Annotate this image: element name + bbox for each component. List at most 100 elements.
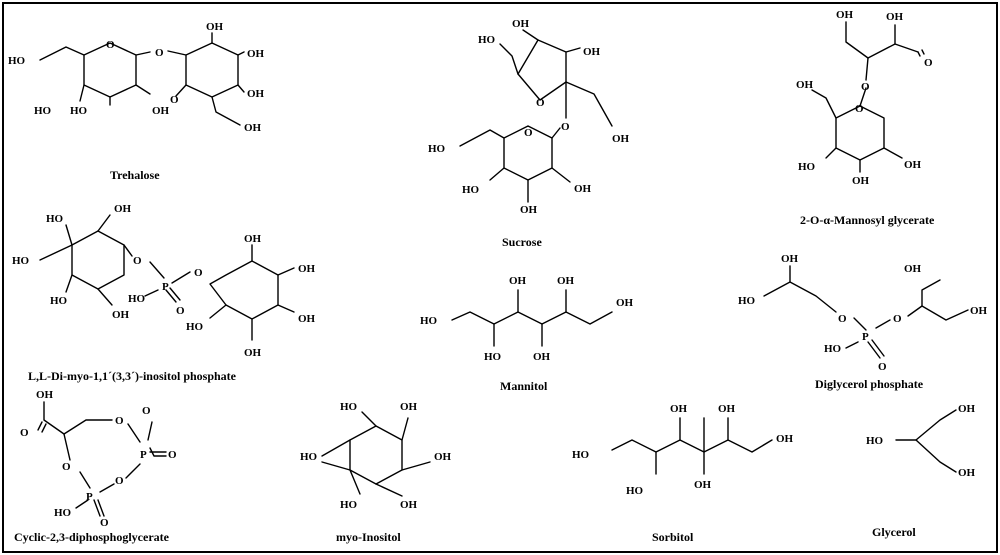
mannosyl-glycerate-atom: O	[855, 103, 864, 115]
myo-inositol-atom: OH	[400, 401, 418, 413]
compound-name-trehalose: Trehalose	[110, 168, 160, 182]
di-myo-inositol-phosphate-atom: O	[133, 255, 142, 267]
cyclic-diphosphoglycerate-atom: OH	[36, 389, 54, 401]
cyclic-diphosphoglycerate-atom: O	[20, 427, 29, 439]
mannosyl-glycerate-atom: OH	[886, 11, 904, 23]
sucrose-atom: O	[561, 121, 570, 133]
sucrose-atom: HO	[462, 184, 480, 196]
cyclic-diphosphoglycerate-bonds	[37, 401, 167, 517]
cyclic-diphosphoglycerate-atom: O	[142, 405, 151, 417]
diglycerol-phosphate-atom: O	[838, 313, 847, 325]
compound-name-mannosyl-glycerate: 2-O-α-Mannosyl glycerate	[800, 213, 935, 227]
trehalose-bonds	[39, 32, 245, 126]
cyclic-diphosphoglycerate-atom: O	[62, 461, 71, 473]
mannitol-atom: OH	[509, 275, 527, 287]
sorbitol-atom: OH	[670, 403, 688, 415]
sucrose-atom: OH	[520, 204, 538, 216]
sucrose-atom: O	[524, 127, 533, 139]
mannitol-atom: HO	[484, 351, 502, 363]
sorbitol-bonds	[611, 417, 773, 475]
di-myo-inositol-phosphate-atom: P	[162, 281, 169, 293]
compound-myo-inositol: HO OH HO OH HO OH myo-Inositol	[300, 401, 452, 544]
sorbitol-atom: HO	[626, 485, 644, 497]
glycerol-atom: OH	[958, 403, 976, 415]
sorbitol-atom: HO	[572, 449, 590, 461]
di-myo-inositol-phosphate-atom: HO	[12, 255, 30, 267]
compound-name-cyclic-diphosphoglycerate: Cyclic-2,3-diphosphoglycerate	[14, 530, 170, 544]
myo-inositol-atom: HO	[340, 499, 358, 511]
trehalose-atom: OH	[247, 88, 265, 100]
di-myo-inositol-phosphate-atom: OH	[244, 233, 262, 245]
di-myo-inositol-phosphate-atom: O	[176, 305, 185, 317]
trehalose-atom: O	[170, 94, 179, 106]
di-myo-inositol-phosphate-atom: OH	[298, 263, 316, 275]
diglycerol-phosphate-atom: O	[893, 313, 902, 325]
sucrose-atom: OH	[574, 183, 592, 195]
compound-name-diglycerol-phosphate: Diglycerol phosphate	[815, 377, 924, 391]
trehalose-atom: O	[155, 47, 164, 59]
trehalose-atom: OH	[244, 122, 262, 134]
di-myo-inositol-phosphate-atom: OH	[112, 309, 130, 321]
glycerol-bonds	[895, 409, 957, 473]
myo-inositol-atom: HO	[300, 451, 318, 463]
trehalose-atom: OH	[206, 21, 224, 33]
di-myo-inositol-phosphate-bonds	[39, 214, 295, 341]
diglycerol-phosphate-bonds	[763, 265, 969, 359]
compound-name-di-myo-inositol-phosphate: L,L-Di-myo-1,1´(3,3´)-inositol phosphate	[28, 369, 237, 383]
cyclic-diphosphoglycerate-atom: P	[140, 449, 147, 461]
trehalose-atom: HO	[70, 105, 88, 117]
di-myo-inositol-phosphate-atom: HO	[128, 293, 146, 305]
mannosyl-glycerate-atom: O	[861, 81, 870, 93]
cyclic-diphosphoglycerate-atom: O	[115, 475, 124, 487]
di-myo-inositol-phosphate-atom: HO	[50, 295, 68, 307]
diglycerol-phosphate-atom: OH	[781, 253, 799, 265]
trehalose-atom: HO	[8, 55, 26, 67]
trehalose-atom: HO	[34, 105, 52, 117]
cyclic-diphosphoglycerate-atom: O	[168, 449, 177, 461]
di-myo-inositol-phosphate-atom: OH	[244, 347, 262, 359]
diglycerol-phosphate-atom: P	[862, 331, 869, 343]
mannosyl-glycerate-atom: HO	[798, 161, 816, 173]
compound-mannosyl-glycerate: OH OH O OH O O HO OH OH 2-O-α-Mannosyl g…	[796, 9, 935, 227]
trehalose-atom: OH	[152, 105, 170, 117]
cyclic-diphosphoglycerate-atom: O	[100, 517, 109, 529]
diglycerol-phosphate-atom: HO	[738, 295, 756, 307]
mannitol-atom: OH	[533, 351, 551, 363]
sucrose-atom: OH	[612, 133, 630, 145]
myo-inositol-atom: OH	[400, 499, 418, 511]
sucrose-atom: HO	[428, 143, 446, 155]
diglycerol-phosphate-atom: OH	[970, 305, 988, 317]
mannitol-atom: HO	[420, 315, 438, 327]
trehalose-atom: OH	[247, 48, 265, 60]
di-myo-inositol-phosphate-atom: HO	[186, 321, 204, 333]
di-myo-inositol-phosphate-atom: O	[194, 267, 203, 279]
mannosyl-glycerate-atom: OH	[836, 9, 854, 21]
sorbitol-atom: OH	[718, 403, 736, 415]
compound-cyclic-diphosphoglycerate: OH O O O P O O P O HO O Cyclic-2,3-dipho…	[14, 389, 177, 544]
myo-inositol-bonds	[321, 411, 431, 497]
trehalose-atom: O	[106, 39, 115, 51]
cyclic-diphosphoglycerate-atom: O	[115, 415, 124, 427]
glycerol-atom: HO	[866, 435, 884, 447]
di-myo-inositol-phosphate-atom: OH	[114, 203, 132, 215]
compound-name-myo-inositol: myo-Inositol	[336, 530, 401, 544]
myo-inositol-atom: HO	[340, 401, 358, 413]
myo-inositol-atom: OH	[434, 451, 452, 463]
glycerol-atom: OH	[958, 467, 976, 479]
diglycerol-phosphate-atom: OH	[904, 263, 922, 275]
di-myo-inositol-phosphate-atom: HO	[46, 213, 64, 225]
compound-sorbitol: OH OH OH HO HO OH Sorbitol	[572, 403, 794, 544]
compound-trehalose: HO O O OH HO OH OH HO OH O OH Trehalose	[8, 21, 265, 182]
sucrose-atom: HO	[478, 34, 496, 46]
cyclic-diphosphoglycerate-atom: HO	[54, 507, 72, 519]
mannosyl-glycerate-atom: O	[924, 57, 933, 69]
mannitol-atom: OH	[616, 297, 634, 309]
compound-glycerol: OH HO OH Glycerol	[866, 403, 976, 539]
sucrose-bonds	[459, 29, 613, 203]
compound-mannitol: OH OH OH HO HO OH Mannitol	[420, 275, 634, 393]
sorbitol-atom: OH	[694, 479, 712, 491]
cyclic-diphosphoglycerate-atom: P	[86, 491, 93, 503]
mannitol-bonds	[451, 289, 613, 347]
